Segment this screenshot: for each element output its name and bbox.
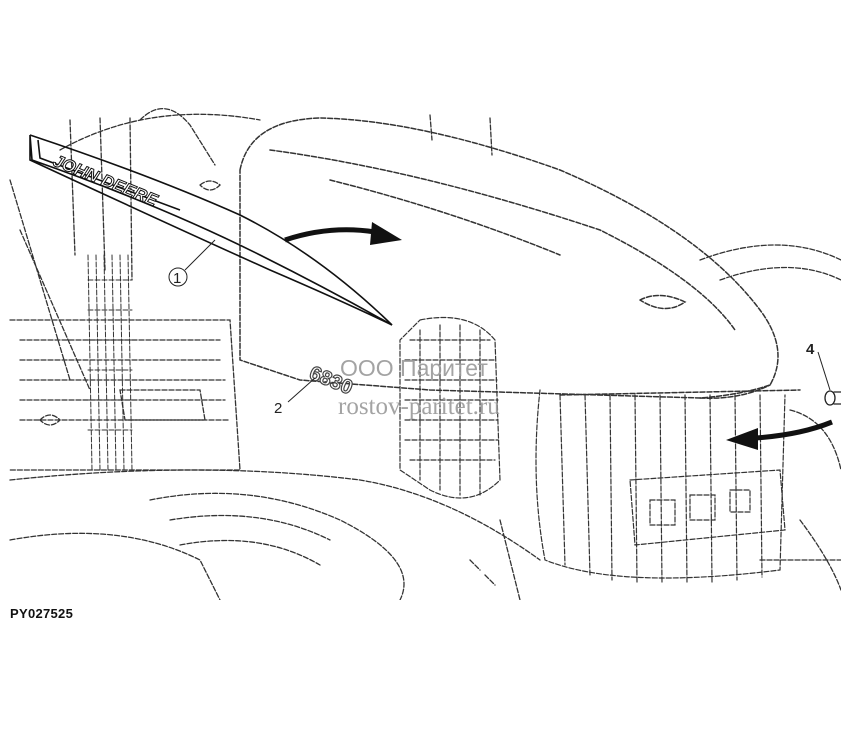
figure-reference-id: PY027525 xyxy=(10,606,74,621)
callout-1: 1 xyxy=(168,267,188,287)
hood-body xyxy=(239,117,801,399)
svg-text:4: 4 xyxy=(806,341,815,358)
svg-text:2: 2 xyxy=(274,400,282,417)
svg-text:1: 1 xyxy=(173,270,181,287)
brand-decal-label: JOHN DEERE xyxy=(51,151,161,210)
tractor-hood-diagram: JOHN DEERE 6830 1 2 4 xyxy=(9,107,841,600)
callout-4: 4 xyxy=(806,341,815,358)
lower-chassis xyxy=(9,244,841,600)
watermark-url: rostov-paritet.ru xyxy=(338,393,500,420)
watermark-company: ООО Паритет xyxy=(340,355,488,381)
lift-arrow-icon xyxy=(284,222,402,245)
slide-arrow-icon xyxy=(726,419,833,450)
fastener xyxy=(824,390,841,406)
radiator-column xyxy=(87,254,133,471)
callout-leaders xyxy=(184,239,831,403)
john-deere-decal xyxy=(29,134,393,326)
callout-2: 2 xyxy=(274,400,282,417)
front-grille xyxy=(399,316,501,499)
side-panel xyxy=(535,389,786,584)
